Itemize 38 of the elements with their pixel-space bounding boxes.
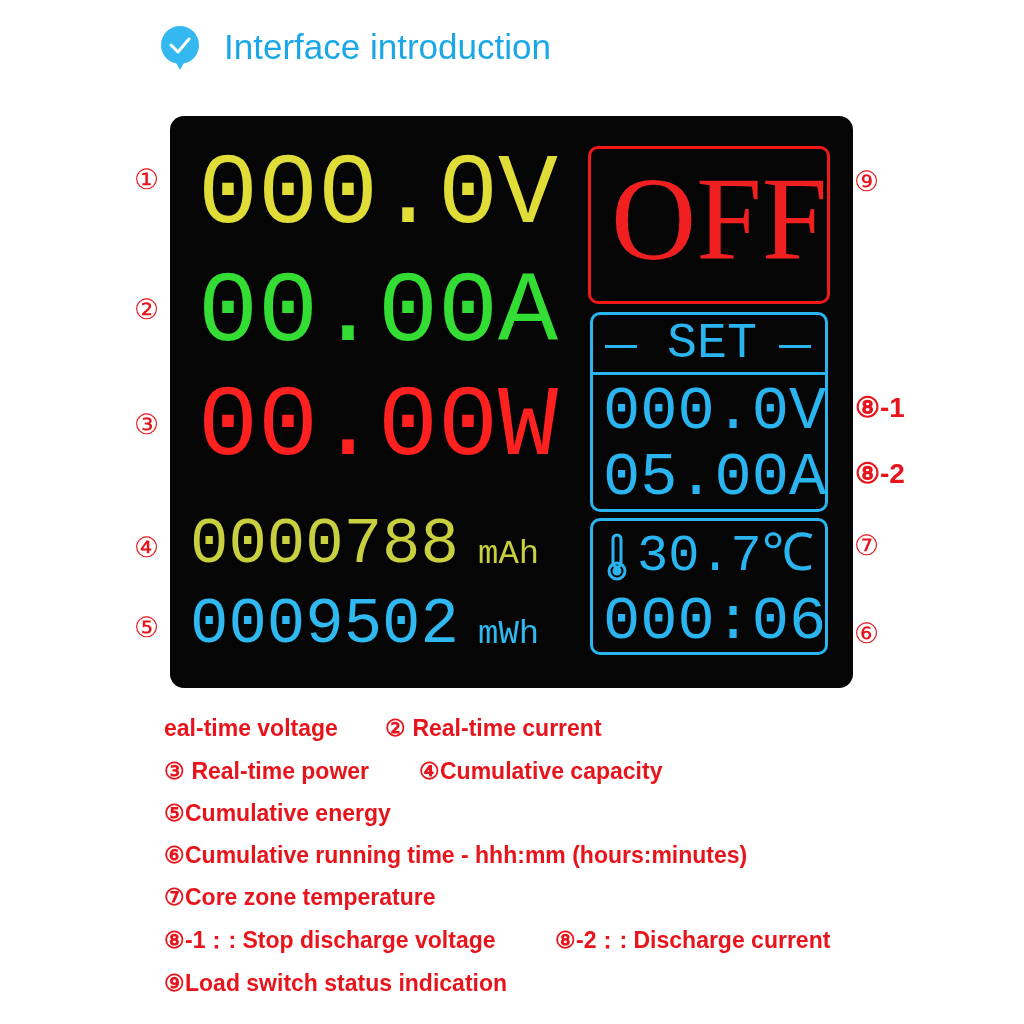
info-panel — [590, 518, 828, 655]
panel-heading: SET — [667, 319, 757, 369]
setting-panel — [590, 312, 828, 512]
callout-number: ⑧-2 — [855, 460, 905, 488]
callout-number: ⑦ — [854, 532, 879, 560]
set-current-value: 05.00A — [603, 447, 827, 509]
display-screen — [170, 116, 853, 688]
power-reading: 00.00W — [198, 378, 559, 478]
callout-number: ④ — [134, 534, 159, 562]
callout-number: ⑥ — [854, 620, 879, 648]
description-text: ② Real-time current — [385, 717, 602, 740]
description-text: ⑥Cumulative running time - hhh:mm (hours:minutes) — [164, 844, 748, 867]
title: Interface introduction — [224, 29, 551, 64]
callout-number: ⑤ — [134, 614, 159, 642]
status-text: OFF — [611, 161, 828, 279]
callout-number: ③ — [134, 411, 159, 439]
current-reading: 00.00A — [198, 264, 559, 364]
set-voltage-value: 000.0V — [603, 381, 827, 443]
description-text: ⑨Load switch status indication — [164, 972, 508, 995]
description-text: eal-time voltage — [164, 717, 338, 740]
status-panel — [588, 146, 830, 304]
callout-number: ⑨ — [854, 168, 879, 196]
voltage-reading: 000.0V — [198, 146, 559, 246]
description-text: ⑧-2：: Discharge current — [555, 929, 831, 952]
time-value: 000:06 — [603, 591, 827, 653]
capacity-reading: 0000788 — [190, 513, 459, 577]
energy-reading: 0009502 — [190, 593, 459, 657]
callout-number: ① — [134, 166, 159, 194]
callout-number: ⑧-1 — [855, 394, 905, 422]
temperature-value: 30.7℃ — [637, 531, 814, 583]
callout-number: ② — [134, 296, 159, 324]
description-text: ③ Real-time power — [164, 760, 370, 783]
unit-text: mWh — [478, 617, 540, 651]
description-text: ⑤Cumulative energy — [164, 802, 391, 825]
description-text: ⑧-1：: Stop discharge voltage — [164, 929, 496, 952]
unit-text: mAh — [478, 537, 540, 571]
description-text: ⑦Core zone temperature — [164, 886, 436, 909]
description-text: ④Cumulative capacity — [419, 760, 663, 783]
